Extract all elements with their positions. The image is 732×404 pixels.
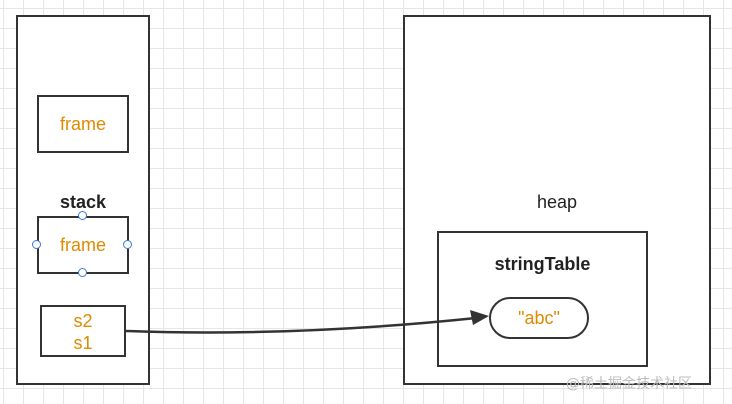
selection-handle-bottom[interactable] xyxy=(78,268,87,277)
string-entry-abc[interactable] xyxy=(489,297,589,339)
stack-frame-selected-label: frame xyxy=(59,235,106,255)
selection-handle-right[interactable] xyxy=(123,240,132,249)
string-table-title: stringTable xyxy=(494,254,591,274)
stack-variables-box[interactable] xyxy=(40,305,126,357)
heap-title: heap xyxy=(536,192,578,212)
stack-frame-top-label: frame xyxy=(59,114,106,134)
stack-frame-selected[interactable] xyxy=(37,216,129,274)
watermark-text: @稀土掘金技术社区 xyxy=(566,376,692,392)
selection-handle-top[interactable] xyxy=(78,211,87,220)
variable-s2-label: s2 xyxy=(73,311,93,331)
stack-title: stack xyxy=(59,192,107,212)
stack-frame-top[interactable] xyxy=(37,95,129,153)
selection-handle-left[interactable] xyxy=(32,240,41,249)
variable-s1-label: s1 xyxy=(73,333,93,353)
string-entry-abc-label: "abc" xyxy=(518,308,560,328)
